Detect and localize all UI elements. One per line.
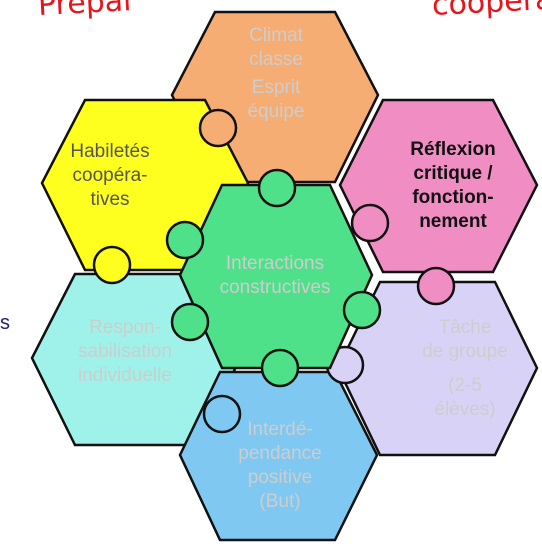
- puzzle-knob: [170, 302, 210, 342]
- puzzle-knob: [416, 266, 456, 306]
- label-interdependance: Interdé- pendance positive (But): [238, 419, 322, 512]
- side-text-fragment: s: [0, 312, 10, 334]
- puzzle-knob: [165, 220, 205, 260]
- label-tache: Tâche de groupe (2-5 élèves): [422, 317, 508, 420]
- puzzle-knob: [260, 348, 300, 388]
- hex-piece-reflexion: [338, 98, 539, 274]
- hex-piece-center: [178, 183, 374, 370]
- label-habiletes: Habiletés coopéra- tives: [70, 141, 150, 210]
- puzzle-knob: [342, 290, 382, 330]
- puzzle-knob: [202, 394, 242, 434]
- label-climat: Climat classe Esprit équipe: [247, 25, 305, 122]
- puzzle-knob: [350, 203, 390, 243]
- puzzle-knob: [257, 168, 297, 208]
- label-reflexion: Réflexion critique / fonction- nement: [410, 139, 496, 232]
- label-center: Interactions constructives: [219, 253, 331, 298]
- label-responsabilisation: Respon- sabilisation individuelle: [77, 317, 172, 386]
- puzzle-knob: [198, 108, 238, 148]
- puzzle-knob: [92, 245, 132, 285]
